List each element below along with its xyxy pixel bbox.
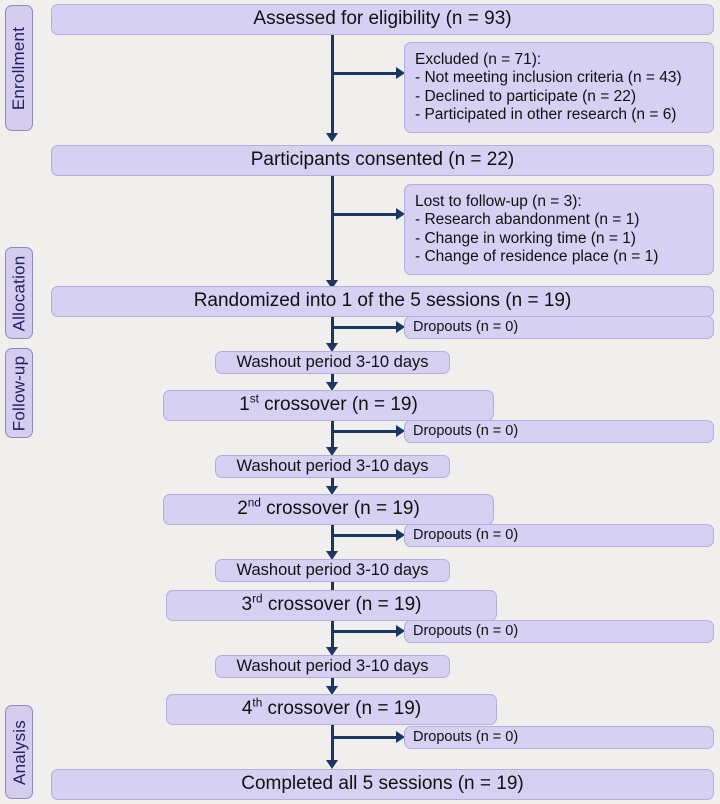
node-crossover-4-index: 4 (241, 698, 253, 720)
node-crossover-4-label: crossover (n = 19) (262, 698, 422, 720)
arrowhead-to-excluded (396, 67, 405, 79)
node-washout-2-text: Washout period 3-10 days (236, 456, 429, 475)
node-dropouts-2-text: Dropouts (n = 0) (413, 422, 519, 439)
phase-label-analysis: Analysis (5, 705, 33, 799)
node-excluded-title: Excluded (n = 71): (415, 50, 542, 68)
connector-washout-4-to-crossover-4 (331, 678, 334, 688)
connector-crossover-4-to-completed (331, 725, 334, 762)
node-crossover-3-index: 3 (241, 594, 253, 616)
node-washout-1-text: Washout period 3-10 days (236, 352, 429, 371)
arrowhead-crossover-2-to-washout-3 (326, 551, 338, 560)
node-participants-consented: Participants consented (n = 22) (51, 145, 714, 176)
node-lost-to-follow-up-item-2: - Change in working time (n = 1) (415, 229, 636, 247)
node-lost-to-follow-up: Lost to follow-up (n = 3): - Research ab… (404, 184, 714, 275)
node-excluded-item-1: - Not meeting inclusion criteria (n = 43… (415, 69, 682, 87)
arrowhead-to-lost-to-follow-up (396, 208, 405, 220)
node-crossover-4-ordinal-suffix: th (252, 696, 263, 710)
node-assessed-for-eligibility-text: Assessed for eligibility (n = 93) (253, 8, 512, 30)
node-washout-4: Washout period 3-10 days (215, 655, 450, 678)
node-excluded-item-2: - Declined to participate (n = 22) (415, 87, 636, 105)
node-lost-to-follow-up-title: Lost to follow-up (n = 3): (415, 192, 582, 210)
node-dropouts-4: Dropouts (n = 0) (404, 620, 714, 643)
node-dropouts-5: Dropouts (n = 0) (404, 726, 714, 749)
node-dropouts-4-text: Dropouts (n = 0) (413, 622, 519, 639)
node-randomized-text: Randomized into 1 of the 5 sessions (n =… (193, 290, 572, 312)
node-washout-1: Washout period 3-10 days (215, 351, 450, 374)
node-washout-2: Washout period 3-10 days (215, 455, 450, 478)
node-completed-all-sessions: Completed all 5 sessions (n = 19) (51, 769, 714, 800)
node-crossover-4: 4th crossover (n = 19) (166, 694, 497, 725)
arrowhead-washout-4-to-crossover-4 (326, 686, 338, 695)
connector-to-dropouts-1 (331, 326, 399, 329)
connector-washout-3-to-crossover-3 (331, 582, 334, 592)
node-crossover-1: 1st crossover (n = 19) (163, 390, 494, 421)
node-crossover-2-index: 2 (237, 498, 248, 520)
node-excluded: Excluded (n = 71): - Not meeting inclusi… (404, 42, 714, 133)
node-lost-to-follow-up-item-3: - Change of residence place (n = 1) (415, 247, 659, 265)
node-dropouts-3-text: Dropouts (n = 0) (413, 526, 519, 543)
arrowhead-to-dropouts-2 (396, 425, 405, 437)
node-dropouts-5-text: Dropouts (n = 0) (413, 728, 519, 745)
connector-crossover-2-to-washout-3 (331, 525, 334, 553)
arrowhead-crossover-4-to-completed (326, 760, 338, 769)
arrowhead-to-dropouts-3 (396, 529, 405, 541)
connector-consented-to-randomized (331, 176, 334, 281)
connector-assessed-to-consented (331, 35, 334, 134)
arrowhead-washout-1-to-crossover-1 (326, 382, 338, 391)
node-randomized: Randomized into 1 of the 5 sessions (n =… (51, 286, 714, 317)
connector-crossover-3-to-washout-4 (331, 621, 334, 649)
node-crossover-2-label: crossover (n = 19) (260, 498, 420, 520)
phase-label-follow-up-text: Follow-up (9, 355, 29, 431)
node-assessed-for-eligibility: Assessed for eligibility (n = 93) (51, 4, 714, 35)
connector-to-excluded (331, 72, 399, 75)
node-crossover-1-ordinal-suffix: st (249, 392, 259, 406)
connector-crossover-1-to-washout-2 (331, 421, 334, 449)
arrowhead-crossover-1-to-washout-2 (326, 447, 338, 456)
node-dropouts-1: Dropouts (n = 0) (404, 316, 714, 339)
arrowhead-randomized-to-washout-1 (326, 343, 338, 352)
connector-to-lost-to-follow-up (331, 213, 399, 216)
node-crossover-3-ordinal-suffix: rd (252, 592, 263, 606)
node-crossover-3: 3rd crossover (n = 19) (166, 590, 497, 621)
phase-label-allocation: Allocation (5, 247, 33, 339)
node-dropouts-3: Dropouts (n = 0) (404, 524, 714, 547)
node-crossover-1-index: 1 (239, 394, 250, 416)
connector-washout-2-to-crossover-2 (331, 478, 334, 488)
node-lost-to-follow-up-item-1: - Research abandonment (n = 1) (415, 211, 640, 229)
arrowhead-crossover-3-to-washout-4 (326, 647, 338, 656)
connector-washout-1-to-crossover-1 (331, 374, 334, 384)
connector-to-dropouts-3 (331, 534, 399, 537)
arrowhead-washout-2-to-crossover-2 (326, 486, 338, 495)
node-crossover-1-label: crossover (n = 19) (258, 394, 418, 416)
connector-to-dropouts-5 (331, 736, 399, 739)
arrowhead-assessed-to-consented (326, 133, 338, 142)
phase-label-enrollment-text: Enrollment (9, 26, 29, 110)
node-washout-3-text: Washout period 3-10 days (236, 560, 429, 579)
arrowhead-to-dropouts-4 (396, 625, 405, 637)
node-washout-4-text: Washout period 3-10 days (236, 656, 429, 675)
node-participants-consented-text: Participants consented (n = 22) (250, 149, 515, 171)
node-crossover-2: 2nd crossover (n = 19) (163, 494, 494, 525)
phase-label-enrollment: Enrollment (5, 5, 33, 131)
phase-label-allocation-text: Allocation (9, 255, 29, 331)
phase-label-follow-up: Follow-up (5, 348, 33, 438)
node-excluded-item-3: - Participated in other research (n = 6) (415, 105, 677, 123)
node-crossover-3-label: crossover (n = 19) (262, 594, 422, 616)
arrowhead-to-dropouts-1 (396, 321, 405, 333)
node-completed-all-sessions-text: Completed all 5 sessions (n = 19) (241, 773, 524, 795)
arrowhead-to-dropouts-5 (396, 731, 405, 743)
node-dropouts-2: Dropouts (n = 0) (404, 420, 714, 443)
connector-to-dropouts-4 (331, 630, 399, 633)
node-dropouts-1-text: Dropouts (n = 0) (413, 318, 519, 335)
connector-randomized-to-washout-1 (331, 317, 334, 345)
node-washout-3: Washout period 3-10 days (215, 559, 450, 582)
connector-to-dropouts-2 (331, 430, 399, 433)
node-crossover-2-ordinal-suffix: nd (247, 496, 261, 510)
arrowhead-consented-to-randomized (326, 280, 338, 289)
phase-label-analysis-text: Analysis (9, 719, 29, 785)
